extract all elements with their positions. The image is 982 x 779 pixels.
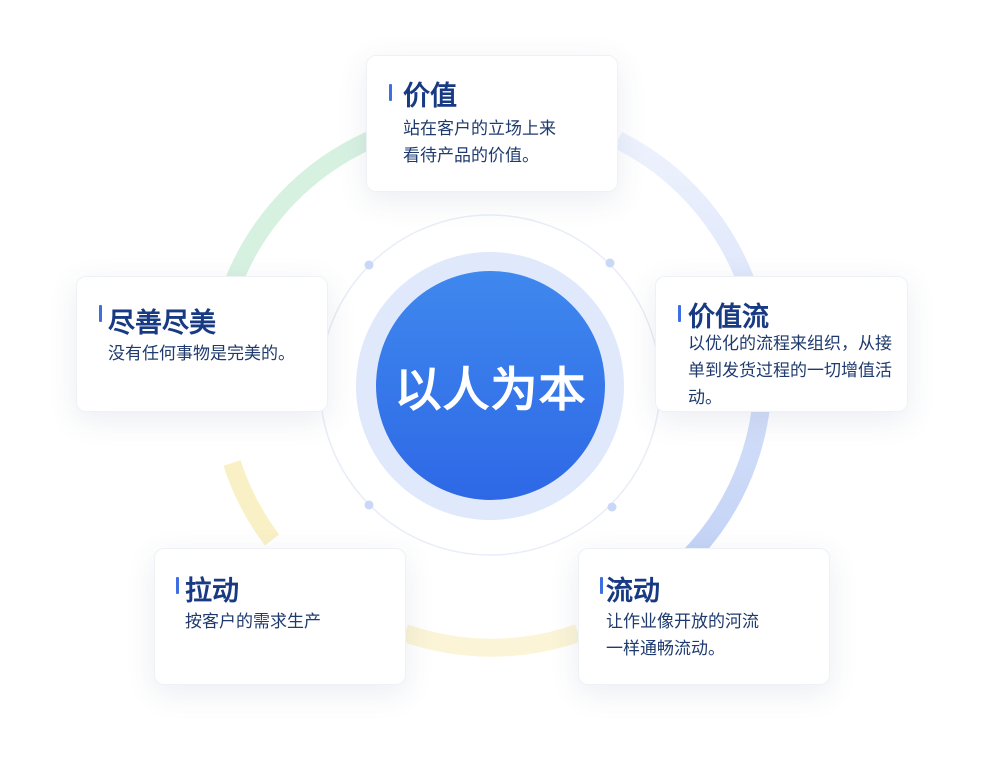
ring-arc-yellow-bottom: [402, 624, 581, 657]
card-title: 拉动: [185, 576, 239, 607]
card-description: 没有任何事物是完美的。: [108, 341, 323, 368]
center-circle: 以人为本: [376, 271, 605, 500]
accent-bar: [678, 305, 681, 322]
center-label: 以人为本: [394, 363, 587, 418]
desc-line: 单到发货过程的一切增值活: [688, 361, 892, 381]
ring-dot: [364, 500, 374, 510]
ring-dot: [605, 258, 615, 268]
ring-arc-green: [224, 131, 374, 287]
card-title: 尽善尽美: [108, 308, 216, 339]
accent-bar: [99, 305, 102, 322]
desc-line: 站在客户的立场上来: [403, 119, 556, 139]
card-perfection: 尽善尽美 没有任何事物是完美的。: [76, 276, 328, 412]
accent-bar: [600, 577, 603, 594]
desc-line: 按客户的需求生产: [185, 612, 321, 632]
desc-line: 没有任何事物是完美的。: [108, 344, 295, 364]
card-title: 价值: [403, 81, 457, 112]
card-description: 以优化的流程来组织，从接 单到发货过程的一切增值活 动。: [688, 331, 906, 412]
desc-line: 一样通畅流动。: [606, 639, 725, 659]
desc-line: 看待产品的价值。: [403, 146, 539, 166]
card-description: 站在客户的立场上来 看待产品的价值。: [403, 116, 603, 170]
accent-bar: [176, 577, 179, 594]
accent-bar: [389, 84, 392, 101]
ring-dot: [364, 260, 374, 270]
desc-line: 以优化的流程来组织，从接: [688, 334, 892, 354]
desc-line: 让作业像开放的河流: [606, 612, 759, 632]
desc-line: 动。: [688, 388, 722, 408]
card-pull: 拉动 按客户的需求生产: [154, 548, 406, 685]
ring-arc-yellow-left: [223, 460, 280, 546]
card-description: 让作业像开放的河流 一样通畅流动。: [606, 609, 816, 663]
card-value: 价值 站在客户的立场上来 看待产品的价值。: [366, 55, 618, 192]
card-value-stream: 价值流 以优化的流程来组织，从接 单到发货过程的一切增值活 动。: [655, 276, 908, 412]
card-title: 流动: [606, 576, 660, 607]
card-flow: 流动 让作业像开放的河流 一样通畅流动。: [578, 548, 830, 685]
card-description: 按客户的需求生产: [185, 609, 395, 636]
ring-dot: [607, 502, 617, 512]
card-title: 价值流: [688, 302, 769, 333]
